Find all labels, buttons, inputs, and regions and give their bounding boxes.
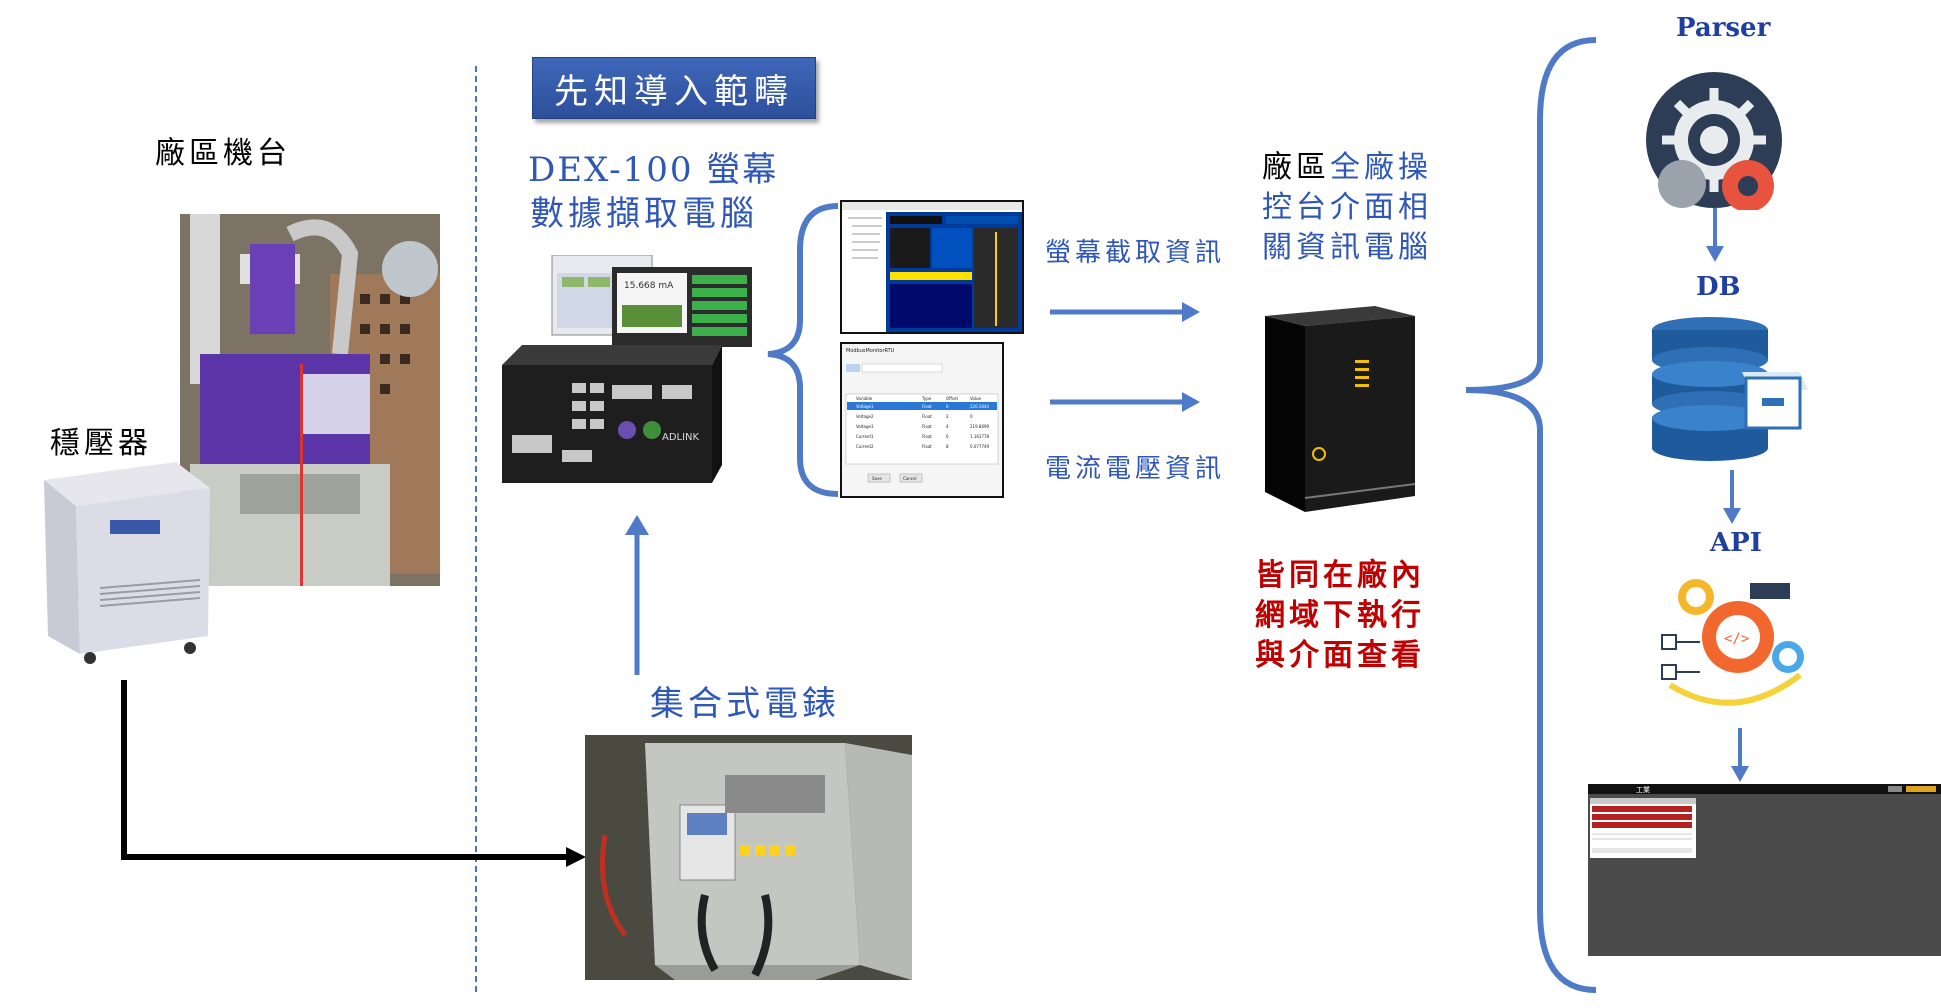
- api-gears-icon: </>: [1650, 565, 1820, 715]
- data-flow-arrows: [1050, 302, 1200, 412]
- dex-title-line1: DEX-100 螢幕: [528, 150, 779, 190]
- modbus-row-3-type: Float: [922, 424, 932, 429]
- modbus-title: ModbusMonitorRTU: [846, 348, 895, 354]
- note-line2: 網域下執行: [1255, 598, 1425, 633]
- stack-brace: [1465, 37, 1597, 993]
- svg-text:</>: </>: [1724, 631, 1749, 647]
- modbus-row-4-var: Current1: [856, 434, 874, 439]
- current-voltage-label: 電流電壓資訊: [1045, 454, 1226, 484]
- modbus-col-variable: Variable: [856, 396, 873, 401]
- api-label: API: [1710, 528, 1762, 558]
- modbus-row-4-offset: 6: [946, 434, 949, 439]
- modbus-row-3-offset: 4: [946, 424, 949, 429]
- modbus-row-2-var: Voltage2: [856, 414, 874, 419]
- scope-banner: 先知導入範疇: [532, 57, 816, 119]
- server-title-blue: 全廠操: [1330, 150, 1432, 185]
- modbus-row-4-value: 1.163778: [970, 434, 990, 439]
- modbus-col-offset: Offset: [946, 396, 958, 401]
- note-line3: 與介面查看: [1255, 638, 1425, 673]
- dashboard-screenshot: 工業: [1588, 784, 1941, 956]
- screen-capture-thumbnail: [840, 200, 1024, 334]
- modbus-row-5-var: Current2: [856, 444, 874, 449]
- modbus-cancel-button: Cancel: [903, 476, 917, 481]
- parser-to-db-arrow: [1706, 208, 1724, 262]
- database-icon: [1650, 316, 1810, 461]
- modbus-row-5-offset: 8: [946, 444, 949, 449]
- modbus-monitor-thumbnail: ModbusMonitorRTU Variable Type Offset Va…: [840, 342, 1004, 498]
- section-divider: [475, 66, 477, 992]
- modbus-row-1-value: 220.3044: [970, 404, 990, 409]
- modbus-row-5-value: 0.077749: [970, 444, 990, 449]
- db-label: DB: [1696, 272, 1741, 302]
- modbus-row-4-type: Float: [922, 434, 932, 439]
- modbus-col-type: Type: [921, 396, 932, 401]
- stabilizer-photo: [40, 458, 212, 666]
- modbus-row-2-type: Float: [922, 414, 932, 419]
- modbus-row-3-var: Voltage3: [856, 424, 874, 429]
- meter-photo: [585, 735, 912, 980]
- meter-up-arrow: [625, 515, 649, 675]
- machine-label: 廠區機台: [155, 136, 291, 171]
- modbus-row-1-var: Voltage1: [856, 404, 874, 409]
- machine-photo: [180, 214, 440, 586]
- db-to-api-arrow: [1723, 470, 1741, 524]
- modbus-row-2-offset: 2: [946, 414, 949, 419]
- modbus-row-3-value: 219.8699: [970, 424, 990, 429]
- screens-brace: [767, 203, 839, 497]
- server-photo: [1265, 302, 1415, 512]
- screen-capture-label: 螢幕截取資訊: [1045, 238, 1226, 268]
- parser-gear-icon: [1644, 70, 1784, 212]
- dex-computer-photo: 15.668 mA ADLINK: [502, 255, 754, 485]
- dashboard-title: 工業: [1636, 785, 1650, 794]
- dex-brand-text: ADLINK: [662, 432, 700, 443]
- api-to-dashboard-arrow: [1731, 728, 1749, 782]
- server-title-line2: 控台介面相: [1262, 190, 1432, 225]
- modbus-row-1-offset: 0: [946, 404, 949, 409]
- server-title-black: 廠區: [1262, 150, 1330, 185]
- modbus-row-5-type: Float: [922, 444, 932, 449]
- dex-display-value: 15.668 mA: [624, 281, 674, 291]
- dex-title-line2: 數據擷取電腦: [530, 194, 758, 234]
- modbus-col-value: Value: [970, 396, 982, 401]
- parser-label: Parser: [1676, 13, 1771, 43]
- server-title-line1: 廠區全廠操: [1262, 142, 1432, 186]
- note-line1: 皆同在廠內: [1255, 558, 1425, 593]
- modbus-row-1-type: Float: [922, 404, 932, 409]
- modbus-save-button: Save: [872, 476, 882, 481]
- stabilizer-label: 穩壓器: [50, 426, 152, 461]
- meter-label: 集合式電錶: [650, 684, 840, 724]
- server-title-line3: 關資訊電腦: [1262, 230, 1432, 265]
- modbus-row-2-value: 0: [970, 414, 973, 419]
